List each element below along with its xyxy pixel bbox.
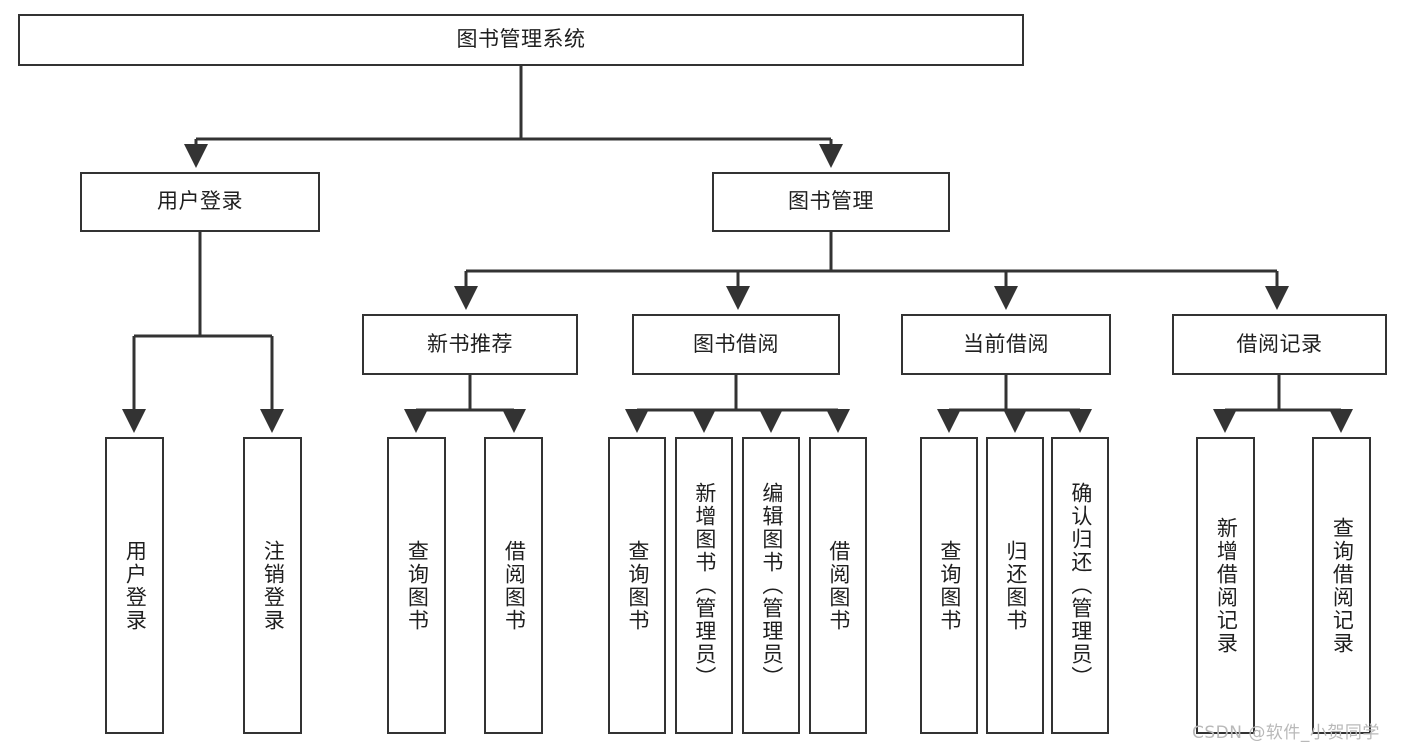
node-label: 查询借阅记录 — [1330, 516, 1355, 655]
leaf-query-book-1[interactable]: 查询图书 — [387, 437, 446, 734]
leaf-edit-book[interactable]: 编辑图书（管理员） — [742, 437, 800, 734]
node-label: 借阅图书 — [826, 539, 851, 632]
leaf-confirm-return[interactable]: 确认归还（管理员） — [1051, 437, 1109, 734]
leaf-logout-login[interactable]: 注销登录 — [243, 437, 302, 734]
node-label: 注销登录 — [261, 539, 286, 632]
leaf-query-borrow-record[interactable]: 查询借阅记录 — [1312, 437, 1371, 734]
leaf-borrow-book-2[interactable]: 借阅图书 — [809, 437, 867, 734]
node-label: 图书管理 — [788, 189, 874, 214]
node-label: 用户登录 — [123, 539, 148, 632]
node-user-login[interactable]: 用户登录 — [80, 172, 320, 232]
node-label: 当前借阅 — [963, 331, 1049, 356]
node-current-borrow[interactable]: 当前借阅 — [901, 314, 1111, 375]
node-label: 查询图书 — [625, 539, 650, 632]
leaf-query-book-2[interactable]: 查询图书 — [608, 437, 666, 734]
node-label: 借阅图书 — [502, 539, 527, 632]
leaf-query-book-3[interactable]: 查询图书 — [920, 437, 978, 734]
node-label: 新增借阅记录 — [1214, 516, 1239, 655]
node-label: 新书推荐 — [427, 331, 513, 356]
csdn-watermark: CSDN @软件_小贺同学 — [1192, 723, 1380, 743]
node-label: 新增图书（管理员） — [692, 482, 717, 689]
leaf-return-book[interactable]: 归还图书 — [986, 437, 1044, 734]
leaf-user-login[interactable]: 用户登录 — [105, 437, 164, 734]
node-borrow-record[interactable]: 借阅记录 — [1172, 314, 1387, 375]
leaf-borrow-book-1[interactable]: 借阅图书 — [484, 437, 543, 734]
node-label: 确认归还（管理员） — [1068, 482, 1093, 689]
node-label: 归还图书 — [1003, 539, 1028, 632]
node-new-book-recommend[interactable]: 新书推荐 — [362, 314, 578, 375]
leaf-add-borrow-record[interactable]: 新增借阅记录 — [1196, 437, 1255, 734]
node-label: 查询图书 — [405, 539, 430, 632]
node-label: 用户登录 — [157, 189, 243, 214]
leaf-add-book[interactable]: 新增图书（管理员） — [675, 437, 733, 734]
node-book-borrow[interactable]: 图书借阅 — [632, 314, 840, 375]
node-system-root[interactable]: 图书管理系统 — [18, 14, 1024, 66]
node-label: 图书借阅 — [693, 331, 779, 356]
node-label: 图书管理系统 — [456, 27, 586, 52]
node-label: 查询图书 — [937, 539, 962, 632]
node-label: 借阅记录 — [1236, 331, 1323, 356]
node-label: 编辑图书（管理员） — [759, 482, 784, 689]
node-book-manage[interactable]: 图书管理 — [712, 172, 950, 232]
